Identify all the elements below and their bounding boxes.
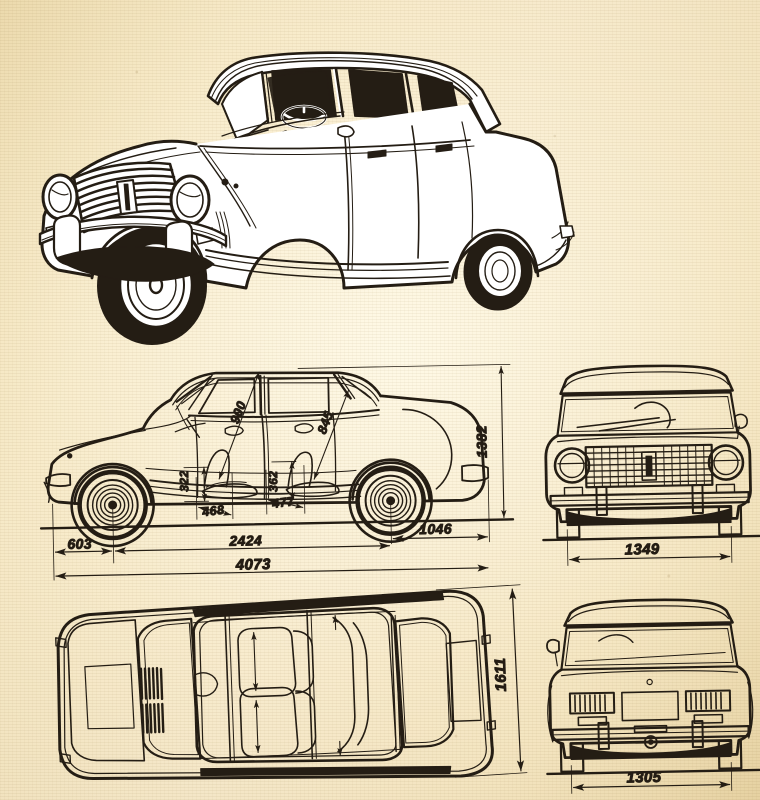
- dimension-1046: 1046: [392, 520, 488, 543]
- front-view-headlights: [553, 444, 745, 484]
- dimension-2424: 2424: [114, 532, 391, 555]
- dimension-362-label: 362: [266, 471, 280, 492]
- dimension-4073-label: 4073: [235, 556, 272, 574]
- side-elevation-view: 900 845 322: [39, 363, 515, 581]
- dimension-603-label: 603: [67, 535, 92, 551]
- dimension-477-label: 477: [270, 494, 295, 511]
- dimension-468-label: 468: [201, 503, 226, 520]
- rear-elevation-view: 1305: [546, 598, 760, 794]
- dimension-1349-label: 1349: [624, 541, 660, 559]
- rear-view-taillights: [568, 689, 732, 727]
- dimension-4073: 4073: [55, 555, 489, 580]
- perspective-rear-wheel: [463, 233, 533, 311]
- dimension-1046-label: 1046: [419, 521, 452, 538]
- plan-view-front-seats: [237, 626, 317, 758]
- dimension-1305: 1305: [573, 768, 731, 791]
- perspective-grille: [72, 161, 188, 234]
- side-view-dimension-set: 900 845 322: [39, 363, 515, 581]
- rear-view-bumper: [551, 719, 750, 750]
- dimension-1611: 1611: [435, 584, 528, 778]
- dimension-603: 603: [54, 535, 113, 556]
- front-elevation-view: 1349: [542, 364, 760, 566]
- dimension-362: 362: [266, 461, 298, 501]
- dimension-1349: 1349: [569, 540, 731, 563]
- dimension-477: 477: [265, 464, 306, 515]
- dimension-2424-label: 2424: [228, 532, 262, 549]
- front-view-grille: [584, 443, 714, 489]
- perspective-view: [38, 51, 575, 345]
- dimension-845: 845: [314, 389, 350, 480]
- dimension-1382: 1382: [297, 363, 514, 522]
- dimension-322-label: 322: [177, 470, 191, 491]
- dimension-468: 468: [195, 472, 234, 520]
- front-view-bumper: [549, 483, 750, 517]
- dimension-1382-label: 1382: [473, 425, 490, 458]
- plan-view-rear-bench: [332, 614, 401, 753]
- top-plan-view: 1611: [55, 584, 528, 781]
- dimension-1305-label: 1305: [626, 769, 662, 787]
- dimension-322: 322: [176, 466, 210, 503]
- dimension-1611-label: 1611: [492, 657, 510, 691]
- plan-view-interior-arrows: [251, 615, 343, 757]
